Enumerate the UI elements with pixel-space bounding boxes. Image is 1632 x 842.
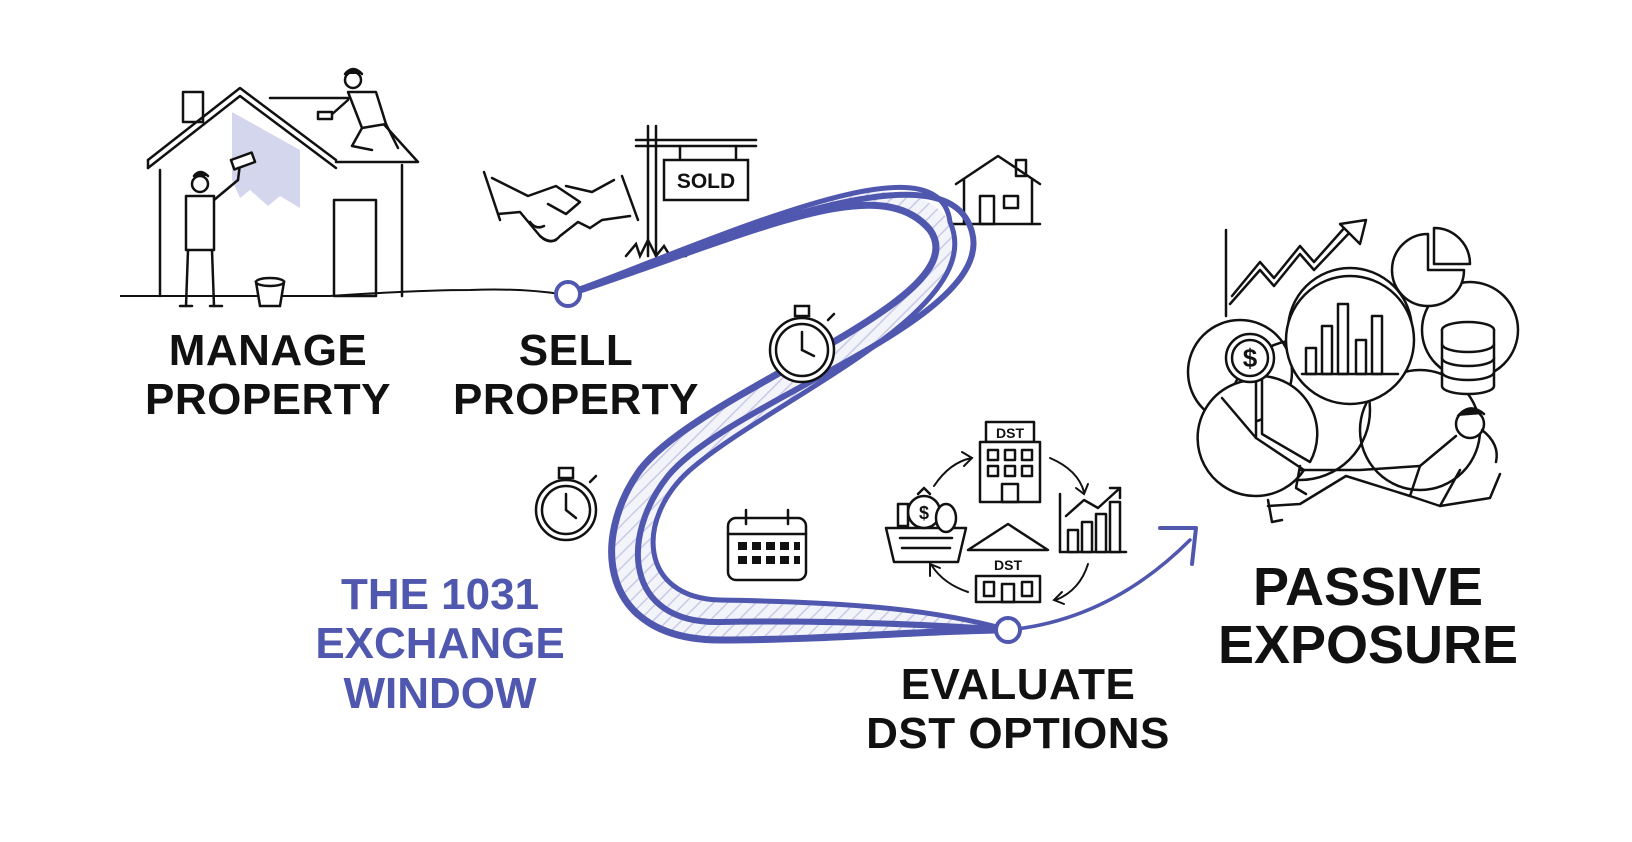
step-sell-line1: SELL [518,326,634,375]
window-line1: THE 1031 [340,570,540,619]
roofer-icon [316,67,400,152]
relaxing-person-icon [1266,407,1502,524]
dst-bottom-label: DST [994,557,1022,573]
calendar-icon [726,508,808,582]
step-manage-line1: MANAGE [168,326,368,375]
small-house-icon [938,154,1042,226]
paint-bucket-icon [254,276,286,308]
wall-paint-patch [232,112,300,208]
sold-sign-icon: SOLD [624,124,758,260]
step-passive-line1: PASSIVE [1252,557,1484,617]
dst-building-icon: DST [966,522,1050,604]
passive-exposure-illustration: $ [1186,218,1520,524]
step-manage-property: MANAGE PROPERTY [145,326,391,425]
window-line2: EXCHANGE [315,619,565,669]
step-passive-line2: EXPOSURE [1217,615,1519,676]
trend-arrow-icon [1224,218,1368,318]
evaluate-node [994,616,1022,644]
ground-line [120,288,561,297]
stopwatch-icon [768,304,836,384]
bar-chart-icon [1284,274,1416,406]
exchange-window-title: THE 1031 EXCHANGE WINDOW [315,570,564,718]
house-icon [146,86,420,298]
coin-stack-icon [1440,320,1496,396]
svg-text:$: $ [1243,343,1258,373]
dollar-coin-icon: $ [1224,332,1276,384]
stopwatch-icon [534,466,598,542]
cycle-arrows [929,451,1089,605]
handshake-icon [482,170,640,243]
step-evaluate-line2: DST OPTIONS [866,709,1170,759]
sold-sign-text: SOLD [677,170,735,193]
pie-chart-icon [1390,226,1472,308]
step-manage-line2: PROPERTY [144,375,392,425]
painter-icon [178,151,257,308]
svg-text:$: $ [919,503,929,523]
step-evaluate-line1: EVALUATE [900,660,1136,709]
step-sell-line2: PROPERTY [452,375,700,425]
window-line3: WINDOW [343,668,537,718]
dst-top-label: DST [996,425,1024,441]
step-evaluate-dst-options: EVALUATE DST OPTIONS [866,660,1170,759]
step-sell-property: SELL PROPERTY [453,326,699,425]
money-basket-icon: $ [884,486,968,564]
exchange-window-path [554,184,1198,644]
arrow-icon [1158,526,1198,566]
bar-chart-icon [1058,486,1128,554]
sell-node [554,280,582,308]
pie-chart-icon [1196,374,1319,498]
dst-building-icon: DST [978,420,1042,504]
step-passive-exposure: PASSIVE EXPOSURE [1218,558,1518,675]
